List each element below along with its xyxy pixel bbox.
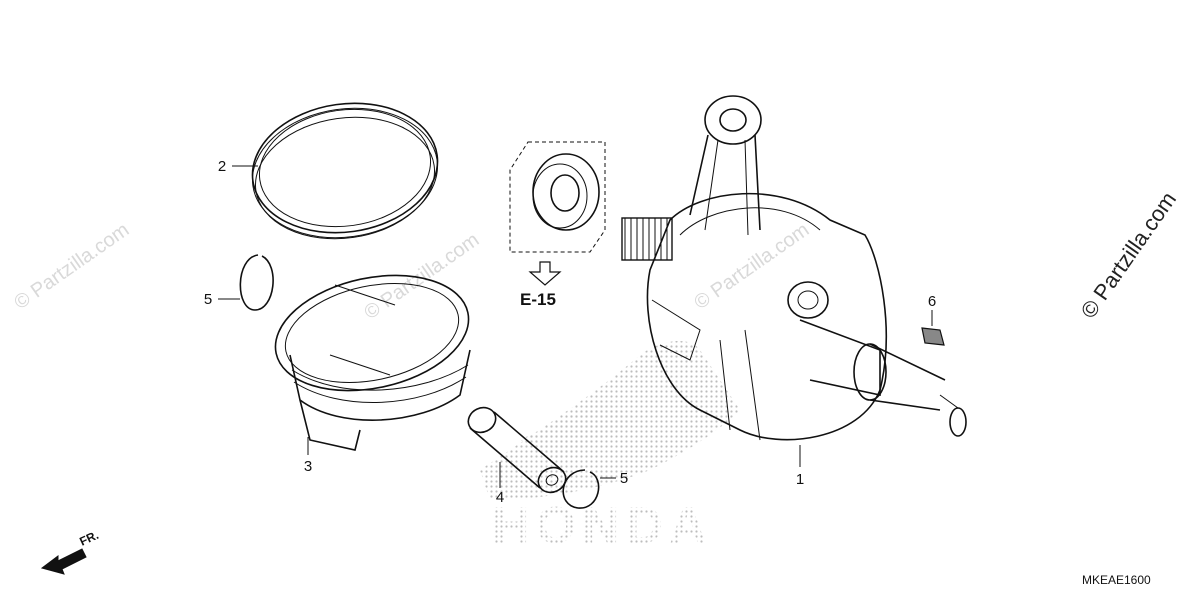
leader-lines: [218, 165, 933, 488]
callout-5-bottom: 5: [620, 470, 628, 487]
honda-wing-watermark: HONDA: [480, 340, 740, 555]
callout-1: 1: [796, 471, 804, 488]
watermark-text: © Partzilla.com: [690, 219, 813, 314]
front-arrow-icon: [40, 548, 87, 575]
callout-4: 4: [496, 489, 504, 506]
side-watermark: © Partzilla.com: [1076, 187, 1182, 323]
watermark-text: © Partzilla.com: [380, 0, 503, 4]
crankshaft: [621, 95, 967, 441]
piston: [274, 274, 471, 451]
watermark-text: © Partzilla.com: [10, 219, 133, 314]
front-direction-indicator: FR.: [40, 528, 101, 575]
woodruff-key: [921, 327, 945, 346]
honda-watermark-text: HONDA: [492, 497, 713, 555]
front-indicator-label: FR.: [77, 528, 100, 549]
piston-rings: [251, 102, 439, 240]
callout-3: 3: [304, 458, 312, 475]
e15-reference-group: E-15: [509, 141, 606, 309]
circlip-left: [239, 254, 274, 311]
callout-2: 2: [218, 158, 226, 175]
callout-5-left: 5: [204, 291, 212, 308]
callout-labels: 1 2 3 4 5 5 6: [204, 158, 936, 506]
callout-6: 6: [928, 293, 936, 310]
piston-pin: [467, 406, 567, 494]
diagram-code: MKEAE1600: [1082, 573, 1151, 587]
circlip-bottom: [562, 469, 600, 509]
e15-reference-label: E-15: [520, 290, 556, 309]
